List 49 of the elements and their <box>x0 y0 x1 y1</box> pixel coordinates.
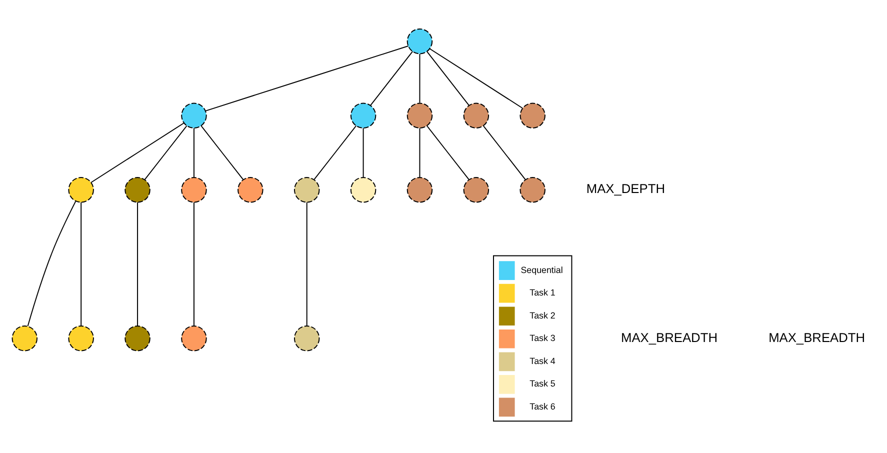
node-circle <box>68 325 94 351</box>
connector <box>429 48 523 108</box>
legend-label: Sequential <box>520 264 563 274</box>
node-circle <box>124 325 150 351</box>
connector <box>80 201 82 326</box>
node-circle <box>406 176 433 202</box>
connector <box>314 124 357 180</box>
legend-label: Task 2 <box>530 310 556 320</box>
connector <box>426 124 470 180</box>
connector <box>426 50 470 106</box>
connector <box>200 124 244 180</box>
node-circle <box>520 176 546 202</box>
connector <box>90 122 184 182</box>
connector <box>419 52 420 103</box>
node-circle <box>238 176 264 202</box>
node-circle <box>181 176 207 202</box>
label: MAX_BREADTH <box>768 329 866 344</box>
legend-label: Task 3 <box>530 332 556 343</box>
connector <box>193 127 194 178</box>
node-circle <box>68 176 94 202</box>
node-circle <box>181 102 207 128</box>
node-circle <box>406 28 433 54</box>
node-circle <box>12 325 38 351</box>
connector <box>370 50 414 106</box>
connector <box>204 45 409 111</box>
connector <box>193 201 194 326</box>
legend-label: Task 6 <box>530 400 556 411</box>
node-circle <box>406 102 433 128</box>
node-circle <box>294 325 320 351</box>
connector <box>419 127 420 178</box>
connector <box>27 200 76 326</box>
node-circle <box>463 102 490 128</box>
node-circle <box>463 176 490 202</box>
connector <box>306 201 308 326</box>
node-circle <box>124 176 150 202</box>
legend-label: Task 5 <box>530 378 556 388</box>
label: MAX_DEPTH <box>586 180 665 196</box>
connector <box>144 124 188 180</box>
label: MAX_BREADTH <box>621 329 718 344</box>
node-circle <box>350 176 376 202</box>
node-circle <box>520 102 546 128</box>
legend-label: Task 1 <box>530 287 556 298</box>
legend-label: Task 4 <box>530 355 556 366</box>
connector <box>362 127 364 178</box>
connector <box>137 201 138 326</box>
node-circle <box>350 102 376 128</box>
node-circle <box>181 325 207 351</box>
node-circle <box>294 176 320 202</box>
connector <box>482 124 526 180</box>
